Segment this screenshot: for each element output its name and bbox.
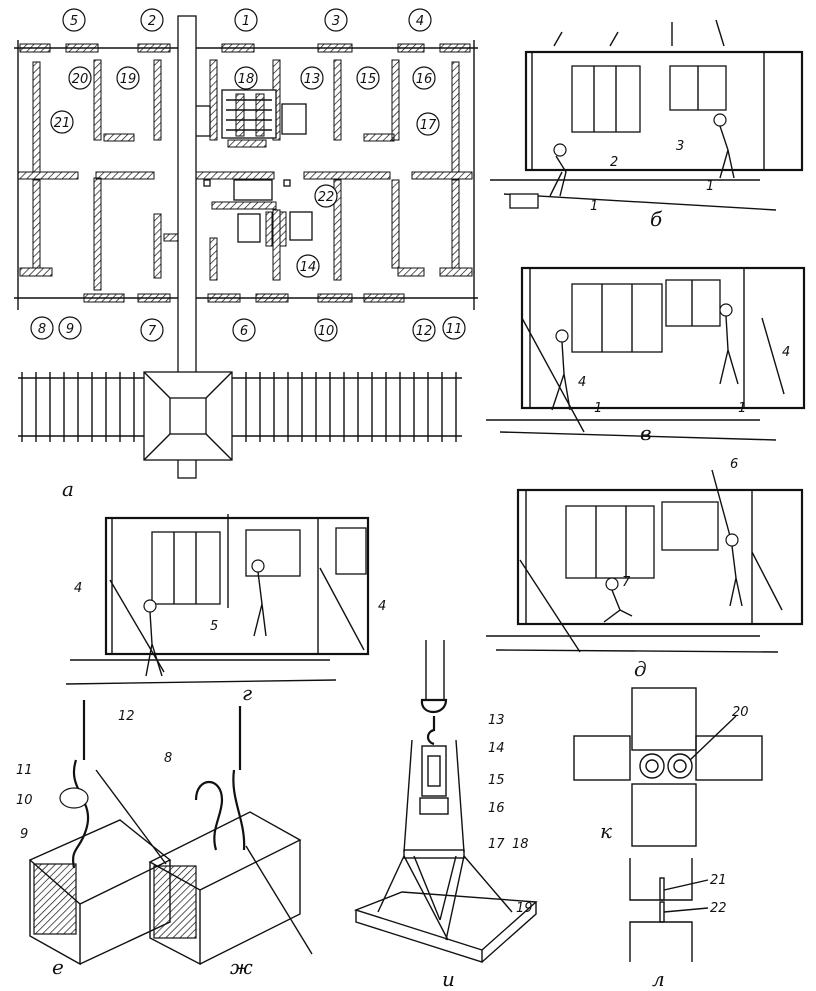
- plan-num: 18: [238, 72, 255, 87]
- callout: 4: [378, 599, 386, 614]
- plan-num: 15: [360, 72, 377, 87]
- panel-g-wall-install: 4 5 4 г: [65, 514, 386, 705]
- callout: 4: [578, 375, 586, 390]
- callout: 12: [118, 709, 135, 724]
- panel-k-joint-detail: 20 к: [573, 687, 763, 847]
- callout: 9: [20, 827, 28, 842]
- plan-num: 6: [240, 324, 248, 339]
- plan-num: 10: [318, 324, 335, 339]
- callout: 2: [610, 155, 618, 170]
- callout: 15: [488, 773, 505, 788]
- plan-num: 14: [300, 260, 317, 275]
- panel-b-wall-install: 2 3 1 1 б: [490, 19, 804, 231]
- callout: 17: [488, 837, 505, 852]
- plan-num: 20: [72, 72, 89, 87]
- panel-label-v: в: [640, 421, 652, 445]
- panel-zh-hook-detail: ж: [148, 706, 313, 979]
- callout: 16: [488, 801, 505, 816]
- callout: 4: [782, 345, 790, 360]
- callout: 1: [594, 401, 602, 416]
- panel-label-a: а: [62, 477, 74, 501]
- callout: 21: [710, 873, 727, 888]
- callout: 1: [590, 199, 598, 214]
- callout: 1: [706, 179, 714, 194]
- plan-num: 7: [148, 324, 157, 339]
- plan-num: 13: [304, 72, 321, 87]
- plan-num: 21: [54, 116, 71, 131]
- floor-plan: 5 2 1 3 4 20 19 18 13 15 16 21 17 22 14 …: [14, 8, 478, 501]
- plan-num: 8: [38, 322, 46, 337]
- panel-label-g: г: [242, 681, 252, 705]
- panel-label-i: и: [442, 967, 455, 991]
- callout: 3: [676, 139, 684, 154]
- panel-label-b: б: [650, 207, 663, 231]
- callout: 4: [74, 581, 82, 596]
- callout: 19: [516, 901, 533, 916]
- plan-num: 9: [66, 322, 74, 337]
- callout: 10: [16, 793, 33, 808]
- panel-d-wall-install: 6 7 д: [486, 457, 804, 681]
- plan-num: 22: [318, 190, 335, 205]
- plan-num: 5: [70, 14, 78, 29]
- callout: 13: [488, 713, 505, 728]
- callout: 8: [164, 751, 172, 766]
- panel-l-joint-detail: 21 22 л: [629, 858, 727, 991]
- plan-num: 2: [148, 14, 156, 29]
- callout: 20: [732, 705, 749, 720]
- plan-num: 19: [120, 72, 137, 87]
- callout: 14: [488, 741, 505, 756]
- plan-num: 1: [242, 14, 250, 29]
- callout: 18: [512, 837, 529, 852]
- panel-label-l: л: [652, 967, 665, 991]
- callout: 5: [210, 619, 218, 634]
- plan-num: 11: [446, 322, 463, 337]
- callout: 22: [710, 901, 727, 916]
- callout: 7: [622, 575, 631, 590]
- panel-e-hook-detail: 12 11 10 9 8 е: [16, 700, 172, 979]
- tower-crane-base: [143, 371, 233, 461]
- plan-num: 17: [420, 118, 437, 133]
- panel-label-k: к: [600, 819, 612, 843]
- plan-num: 4: [416, 14, 424, 29]
- panel-i-lifting-beam: 13 14 15 16 17 18 19 и: [353, 640, 538, 991]
- panel-label-d: д: [634, 657, 647, 681]
- callout: 1: [738, 401, 746, 416]
- plan-num: 3: [332, 14, 340, 29]
- plan-num: 12: [416, 324, 433, 339]
- callout: 11: [16, 763, 33, 778]
- panel-label-zh: ж: [230, 955, 253, 979]
- plan-callouts: 5 2 1 3 4 20 19 18 13 15 16 21 17 22 14 …: [30, 8, 466, 342]
- plan-num: 16: [416, 72, 433, 87]
- panel-v-wall-install: 4 1 1 4 в: [486, 266, 806, 445]
- rail-ties: [21, 372, 457, 442]
- panel-label-e: е: [52, 955, 64, 979]
- callout: 6: [730, 457, 738, 472]
